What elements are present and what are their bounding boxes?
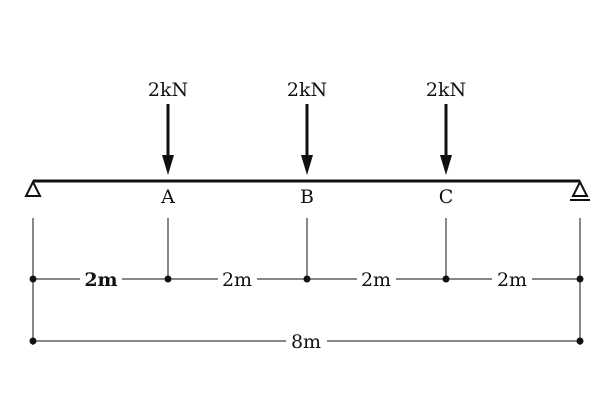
total-dimension-label: 8m	[291, 331, 321, 353]
load-arrow-c	[440, 104, 452, 175]
segment-dimension-ticks	[29, 275, 584, 283]
total-dimension-ticks	[29, 337, 584, 345]
load-arrow-b	[301, 104, 313, 175]
segment-dimension-label-1: 2m	[84, 269, 117, 291]
right-roller-support	[570, 179, 590, 201]
load-label-a: 2kN	[148, 79, 188, 101]
segment-dimension-label-4: 2m	[497, 269, 527, 291]
point-label-b: B	[300, 186, 314, 208]
segment-dimension-label-2: 2m	[222, 269, 252, 291]
load-arrow-a	[162, 104, 174, 175]
segment-dimension-label-3: 2m	[361, 269, 391, 291]
load-label-b: 2kN	[287, 79, 327, 101]
point-label-a: A	[160, 186, 175, 208]
left-pin-support	[24, 179, 42, 197]
load-label-c: 2kN	[426, 79, 466, 101]
point-label-c: C	[439, 186, 454, 208]
